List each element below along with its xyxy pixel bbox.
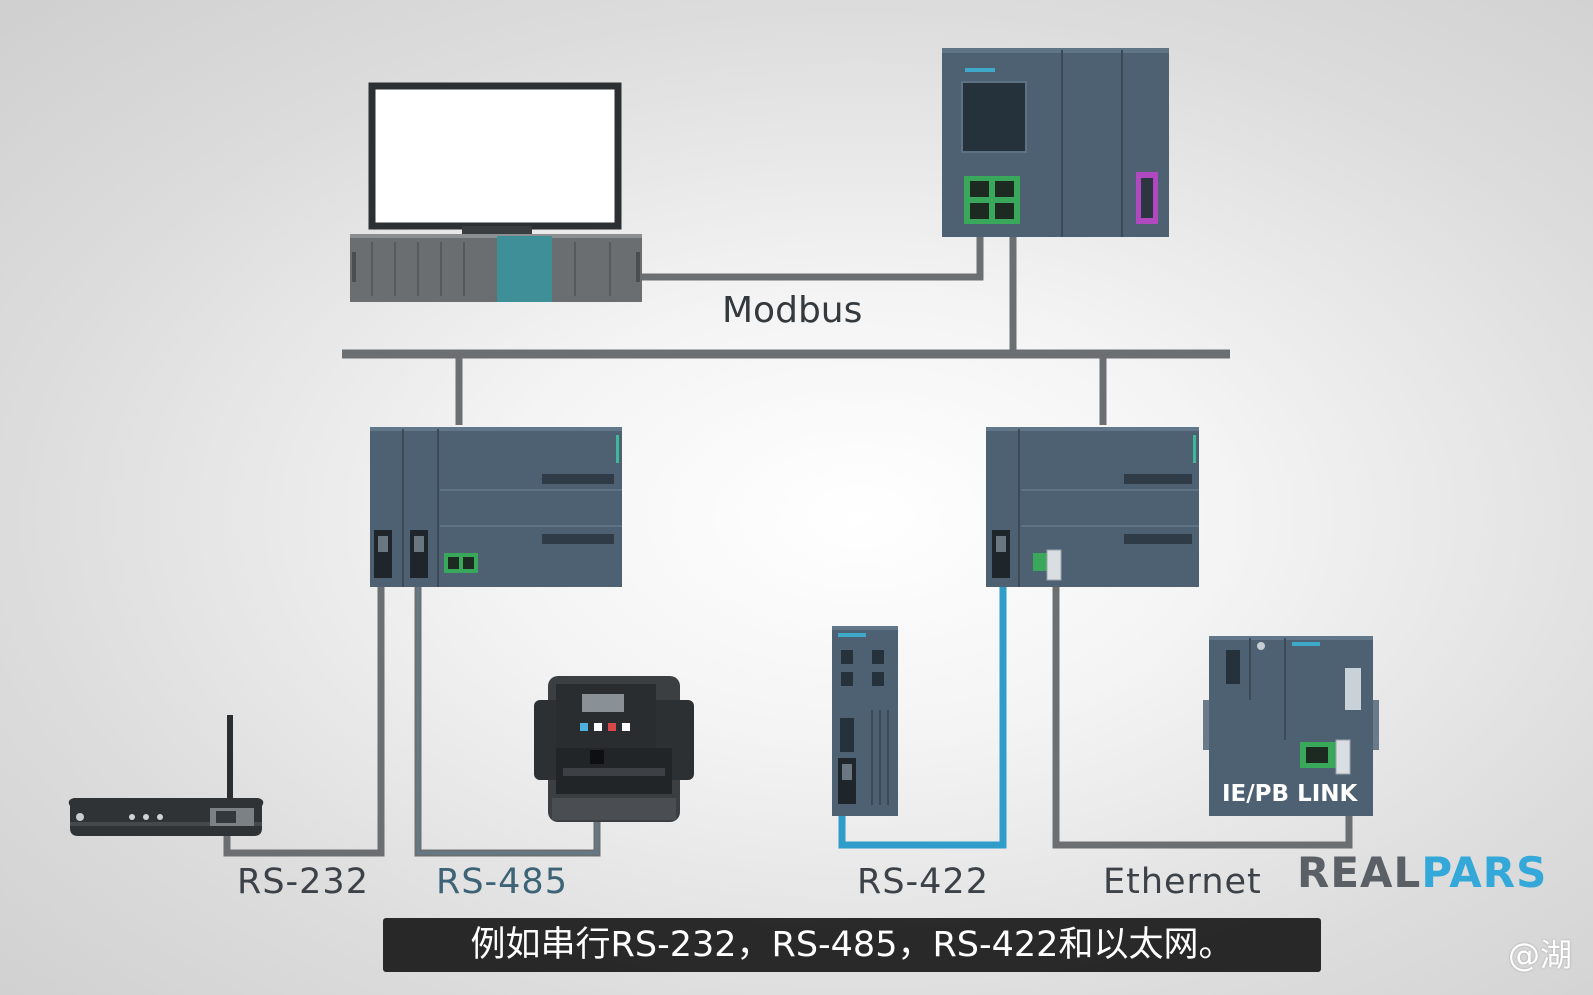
rs422-cable [838, 560, 1007, 849]
ethernet-label: Ethernet [1103, 862, 1262, 902]
ie-pb-link-label: IE/PB LINK [1222, 781, 1358, 807]
monitor-frame [368, 82, 622, 230]
pc-workstation [350, 82, 642, 302]
left-plc-station [370, 427, 622, 587]
industrial-pc-teal-panel [497, 236, 552, 302]
cable-pc-to-cpu [640, 236, 984, 281]
rs422-communication-module [832, 626, 898, 816]
variable-frequency-drive [534, 676, 694, 822]
rs232-cable [223, 580, 385, 857]
main-cpu-plc [942, 48, 1169, 237]
industrial-pc-chassis [350, 234, 642, 302]
uploader-watermark: @湖 [1508, 936, 1573, 974]
modem-antenna [227, 715, 233, 803]
rs422-label: RS-422 [857, 862, 989, 902]
rs232-label: RS-232 [237, 862, 369, 902]
right-plc-ethernet-port [1033, 553, 1047, 571]
serial-modem-device [68, 715, 264, 836]
realpars-logo: REALPARS [1297, 848, 1547, 897]
video-subtitle: 例如串行RS-232，RS-485，RS-422和以太网。 [383, 918, 1321, 972]
right-plc-station [986, 427, 1199, 587]
logo-part-real: REAL [1297, 848, 1422, 897]
logo-part-pars: PARS [1421, 848, 1548, 897]
modbus-bus-cables [342, 236, 1230, 425]
drive-display [582, 694, 624, 712]
ethernet-plug [1046, 549, 1062, 581]
monitor-stand [462, 226, 532, 236]
cpu-display [961, 81, 1027, 153]
cpu-ethernet-ports [964, 176, 1020, 224]
rs485-label: RS-485 [436, 862, 568, 902]
ie-pb-link-ethernet-plug [1335, 739, 1351, 775]
ie-pb-link-device [1203, 636, 1379, 816]
modbus-bus-label: Modbus [722, 290, 863, 331]
